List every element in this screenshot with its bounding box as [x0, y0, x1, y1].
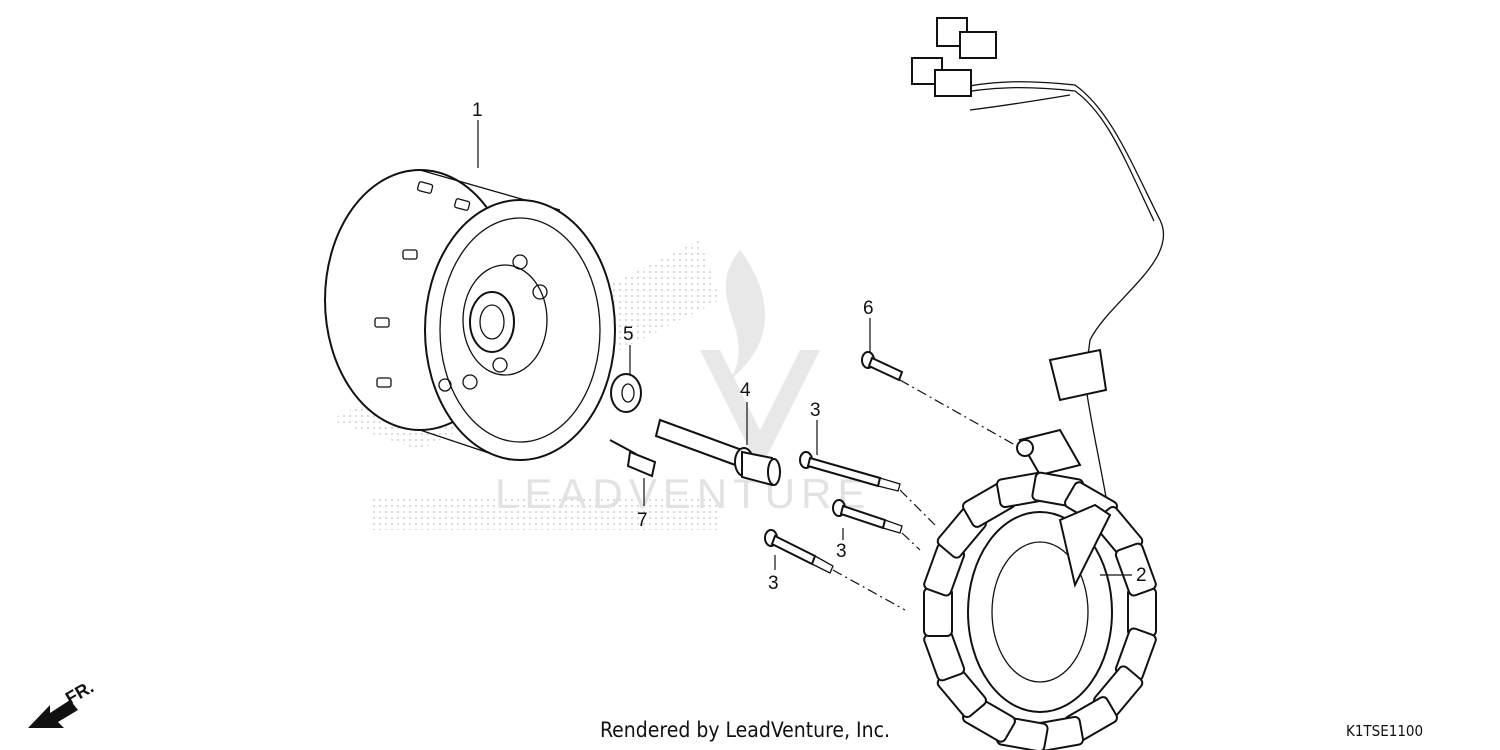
stator-bolt-lower[interactable] [764, 529, 834, 574]
callout-3-lower: 3 [768, 573, 779, 594]
callout-3-upper: 3 [810, 400, 821, 421]
callout-5: 5 [623, 324, 634, 345]
callout-1: 1 [472, 100, 483, 121]
diagram-code: K1TSE1100 [1346, 722, 1424, 740]
rendered-by-credit: Rendered by LeadVenture, Inc. [600, 718, 890, 742]
stator-bolt-middle[interactable] [832, 499, 903, 534]
leader-lines [477, 120, 1132, 611]
flange-bolt[interactable] [654, 418, 781, 487]
callout-6: 6 [863, 298, 874, 319]
callout-3-middle: 3 [836, 541, 847, 562]
callout-7: 7 [637, 510, 648, 531]
flywheel-rotor[interactable] [324, 169, 616, 461]
pulser-screw[interactable] [861, 351, 904, 382]
washer[interactable] [610, 373, 642, 413]
stator-coil [1114, 542, 1157, 597]
small-bolt[interactable] [609, 439, 657, 478]
callout-4: 4 [740, 380, 751, 401]
front-arrow-icon: FR. [28, 677, 97, 728]
stator-coils [923, 471, 1157, 750]
stator-bolt-upper[interactable] [799, 451, 901, 492]
stator-assembly[interactable] [911, 17, 1165, 750]
watermark-text: LEADVENTURE [495, 470, 871, 517]
callout-2: 2 [1136, 565, 1147, 586]
